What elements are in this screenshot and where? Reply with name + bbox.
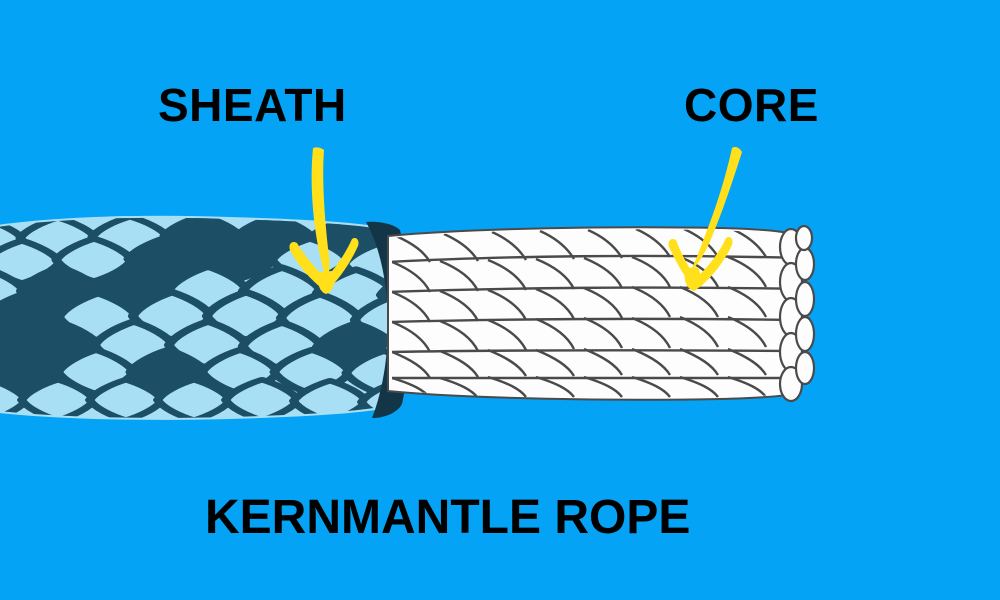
core-arrow xyxy=(668,147,742,291)
label-core: CORE xyxy=(684,79,819,131)
core-cut-end xyxy=(778,224,816,403)
label-sheath: SHEATH xyxy=(158,79,347,131)
core-weave xyxy=(392,229,800,399)
sheath-arrow xyxy=(289,147,359,294)
diagram-title: KERNMANTLE ROPE xyxy=(205,491,691,544)
